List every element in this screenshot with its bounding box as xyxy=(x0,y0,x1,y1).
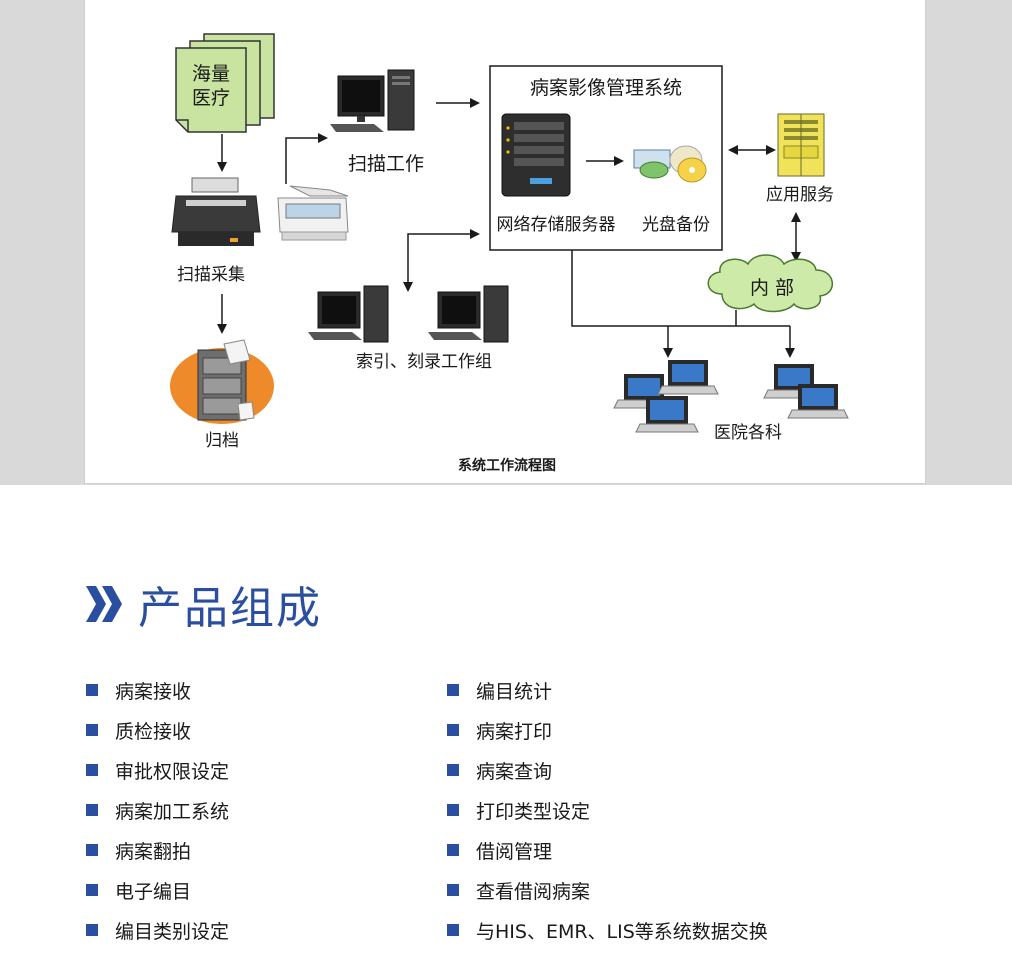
source-label-line1: 海量 xyxy=(192,63,230,85)
archive-label: 归档 xyxy=(205,431,239,451)
list-item: 病案打印 xyxy=(447,710,768,750)
scan-collect-label: 扫描采集 xyxy=(177,265,245,285)
document-stack-icon xyxy=(175,33,275,133)
list-item: 病案查询 xyxy=(447,750,768,790)
double-chevron-icon xyxy=(84,582,128,626)
scanner-icon xyxy=(277,185,349,241)
scan-workstation-icon xyxy=(330,69,415,132)
list-item: 病案翻拍 xyxy=(86,830,229,870)
section-header: 产品组成 xyxy=(84,574,322,634)
list-item: 与HIS、EMR、LIS等系统数据交换 xyxy=(447,910,768,950)
list-item: 审批权限设定 xyxy=(86,750,229,790)
components-list-left: 病案接收 质检接收 审批权限设定 病案加工系统 病案翻拍 电子编目 编目类别设定 xyxy=(86,670,229,950)
index-burn-label: 索引、刻录工作组 xyxy=(356,352,492,372)
section-title: 产品组成 xyxy=(138,583,322,634)
nas-server-icon xyxy=(501,113,571,197)
archive-cabinet-icon xyxy=(170,339,274,424)
bullet-square-icon xyxy=(86,724,98,736)
laptop-icon xyxy=(657,360,719,395)
bullet-square-icon xyxy=(447,724,459,736)
scan-work-label: 扫描工作 xyxy=(348,153,424,175)
source-label-line2: 医疗 xyxy=(192,87,230,109)
bullet-square-icon xyxy=(86,924,98,936)
app-service-label: 应用服务 xyxy=(766,185,834,205)
bullet-square-icon xyxy=(447,764,459,776)
workflow-diagram: 海量 医疗 扫描采集 归档 扫描 xyxy=(170,33,849,474)
list-item: 查看借阅病案 xyxy=(447,870,768,910)
bullet-square-icon xyxy=(86,804,98,816)
bullet-square-icon xyxy=(86,844,98,856)
nas-label: 网络存储服务器 xyxy=(497,215,616,235)
list-item: 病案接收 xyxy=(86,670,229,710)
internal-network-label: 内 部 xyxy=(750,277,794,299)
arrow-right-icon xyxy=(285,133,328,184)
list-item: 编目类别设定 xyxy=(86,910,229,950)
laptop-icon xyxy=(635,396,699,433)
list-item: 病案加工系统 xyxy=(86,790,229,830)
departments-label: 医院各科 xyxy=(714,423,782,443)
bullet-square-icon xyxy=(86,764,98,776)
bullet-square-icon xyxy=(447,884,459,896)
list-item: 打印类型设定 xyxy=(447,790,768,830)
list-item: 编目统计 xyxy=(447,670,768,710)
index-workstation-icon xyxy=(308,285,389,343)
system-title: 病案影像管理系统 xyxy=(530,77,682,99)
components-list-right: 编目统计 病案打印 病案查询 打印类型设定 借阅管理 查看借阅病案 与HIS、E… xyxy=(447,670,768,950)
list-item: 借阅管理 xyxy=(447,830,768,870)
cloud-icon xyxy=(707,254,833,313)
list-item: 电子编目 xyxy=(86,870,229,910)
list-item: 质检接收 xyxy=(86,710,229,750)
network-line xyxy=(571,250,790,327)
printer-icon xyxy=(171,177,261,246)
bullet-square-icon xyxy=(447,844,459,856)
index-workstation-icon xyxy=(428,285,509,343)
diagram-caption: 系统工作流程图 xyxy=(458,457,556,474)
arrow-double-icon xyxy=(403,229,480,292)
disc-backup-label: 光盘备份 xyxy=(642,215,710,235)
app-server-icon xyxy=(777,113,825,177)
bullet-square-icon xyxy=(447,804,459,816)
bullet-square-icon xyxy=(86,684,98,696)
bullet-square-icon xyxy=(447,684,459,696)
bullet-square-icon xyxy=(86,884,98,896)
disc-backup-icon xyxy=(633,145,707,183)
laptop-icon xyxy=(787,384,849,419)
bullet-square-icon xyxy=(447,924,459,936)
